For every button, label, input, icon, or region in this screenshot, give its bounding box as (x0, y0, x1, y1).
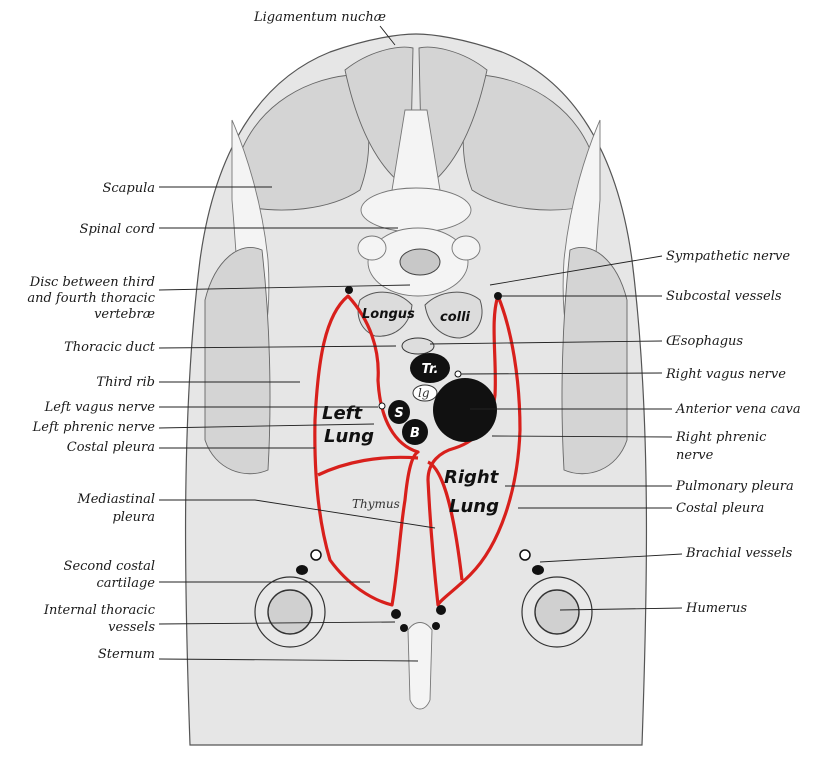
left-internal-thoracic-a (391, 609, 401, 619)
label-disc-1: Disc between third (29, 275, 155, 290)
left-brachial-vessel-a (296, 565, 308, 575)
subclavian-shape (388, 400, 410, 424)
label-thoracic-duct: Thoracic duct (64, 340, 156, 355)
label-left-vagus: Left vagus nerve (44, 400, 156, 415)
left-vagus-dot (378, 402, 386, 410)
label-scapula: Scapula (102, 181, 155, 196)
label-internal-thoracic-2: vessels (108, 620, 155, 635)
colli-label: colli (440, 310, 471, 325)
label-right-phrenic-1: Right phrenic (675, 430, 767, 445)
longus-colli-right (424, 291, 483, 339)
transverse-left (357, 235, 387, 261)
label-right-phrenic-2: nerve (676, 448, 714, 463)
thymus-label: Thymus (352, 497, 400, 511)
right-shoulder-muscle (561, 247, 628, 475)
leader-ligamentum-nuchae (379, 25, 396, 46)
left-lung-label-2: Lung (324, 426, 374, 447)
sternum-shape (407, 622, 433, 710)
longus-label: Longus (362, 307, 415, 322)
lig-label: lg (418, 386, 430, 400)
right-vagus-dot (454, 370, 462, 378)
leader-internal-thoracic (158, 621, 396, 625)
label-mediastinal-1: Mediastinal (76, 492, 155, 507)
label-disc-3: vertebræ (94, 307, 155, 322)
right-lung-label-1: Right (444, 467, 500, 488)
leader-sympathetic-nerve (489, 255, 663, 286)
spinal-cord-shape (399, 248, 441, 276)
leader-humerus (559, 607, 683, 611)
vena-cava-shape (433, 378, 497, 442)
leader-left-phrenic (158, 423, 375, 429)
trachea-label: Tr. (422, 362, 439, 377)
leader-disc (158, 284, 411, 291)
leader-sternum (158, 658, 419, 662)
leader-right-phrenic (491, 435, 673, 438)
oesophagus-shape (401, 337, 435, 355)
right-internal-thoracic-a (436, 605, 446, 615)
lig-shape (412, 384, 438, 402)
label-right-vagus: Right vagus nerve (665, 367, 786, 382)
right-brachial-vessel-a (532, 565, 544, 575)
leader-brachial-vessels (539, 553, 683, 563)
label-second-costal-1: Second costal (64, 559, 155, 574)
left-internal-thoracic-b (400, 624, 408, 632)
brachiocephalic-shape (402, 419, 428, 445)
label-costal-pleura-right: Costal pleura (676, 501, 764, 516)
leader-mediastinal (159, 499, 436, 529)
right-lung-label-2: Lung (449, 496, 499, 517)
left-humerus-inner (267, 589, 313, 635)
right-humerus-inner (534, 589, 580, 635)
s-label: S (394, 406, 403, 421)
label-subcostal-vessels: Subcostal vessels (666, 289, 782, 304)
longus-colli-left (357, 291, 413, 337)
label-brachial-vessels: Brachial vessels (685, 546, 793, 561)
left-subcostal-vessel (345, 286, 353, 294)
label-sternum: Sternum (98, 647, 155, 662)
label-costal-pleura-left: Costal pleura (67, 440, 155, 455)
label-second-costal-2: cartilage (96, 576, 155, 591)
label-humerus: Humerus (685, 601, 747, 616)
right-brachial-vessel-b (519, 549, 531, 561)
label-internal-thoracic-1: Internal thoracic (43, 603, 156, 618)
label-disc-2: and fourth thoracic (27, 291, 155, 306)
label-sympathetic-nerve: Sympathetic nerve (666, 249, 790, 264)
left-brachial-vessel-b (310, 549, 322, 561)
left-lung-label-1: Left (322, 403, 364, 424)
label-third-rib: Third rib (96, 375, 155, 390)
trachea-shape (410, 353, 450, 383)
b-label: B (410, 426, 420, 441)
label-spinal-cord: Spinal cord (80, 222, 155, 237)
right-internal-thoracic-b (432, 622, 440, 630)
label-left-phrenic: Left phrenic nerve (32, 420, 156, 435)
vertebral-arch (360, 187, 472, 233)
label-mediastinal-2: pleura (112, 510, 155, 525)
left-pleura (313, 294, 420, 607)
leader-right-vagus (460, 372, 663, 375)
label-pulmonary-pleura: Pulmonary pleura (675, 479, 794, 494)
label-oesophagus: Œsophagus (666, 334, 743, 349)
left-pleura-fissure (317, 455, 419, 477)
left-shoulder-muscle (204, 247, 271, 475)
label-ligamentum-nuchae: Ligamentum nuchæ (253, 10, 386, 25)
leader-oesophagus (429, 340, 663, 345)
label-vena-cava: Anterior vena cava (675, 402, 801, 417)
transverse-right (451, 235, 481, 261)
leader-thoracic-duct (158, 345, 397, 349)
right-subcostal-vessel (494, 292, 502, 300)
right-pleura-fissure (427, 460, 464, 581)
